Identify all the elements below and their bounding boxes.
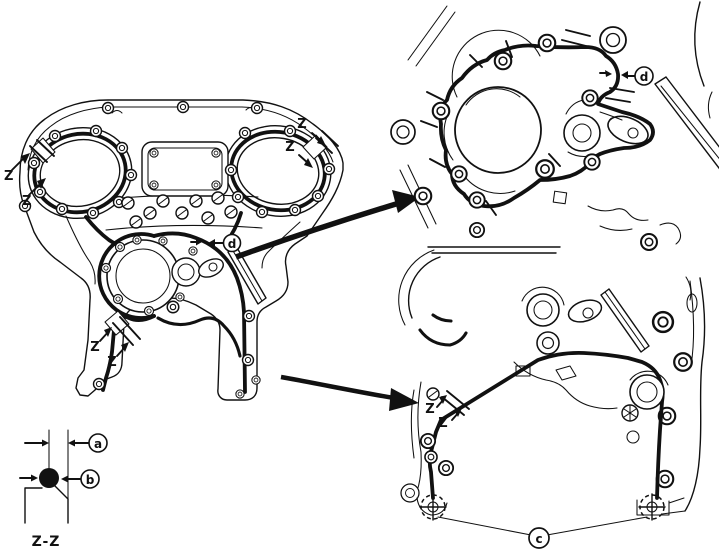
leader-line-c-left bbox=[437, 516, 532, 536]
dimension-label-d: d bbox=[640, 70, 649, 84]
section-label-z: Z bbox=[285, 140, 294, 155]
section-title-z-z: Z-Z bbox=[32, 534, 61, 550]
detail-view-water-pump: d bbox=[390, 1, 719, 254]
section-mark-z-detail: Z Z bbox=[425, 390, 470, 431]
callout-arrow-to-water-pump-detail bbox=[235, 190, 420, 260]
dimension-b: b bbox=[19, 469, 100, 489]
dimension-a: a bbox=[24, 433, 108, 453]
sealant-bead-paths-main bbox=[84, 211, 247, 394]
section-label-z: Z bbox=[438, 416, 447, 431]
center-opening bbox=[141, 141, 229, 197]
dimension-d-detail: d bbox=[599, 66, 654, 86]
leader-line-c-right bbox=[546, 516, 648, 536]
flange-step-profile bbox=[24, 485, 69, 524]
left-cam-opening bbox=[27, 126, 133, 220]
front-cover-outline bbox=[18, 99, 344, 401]
section-label-z: Z bbox=[107, 355, 116, 370]
section-label-z: Z bbox=[4, 169, 13, 184]
label-c: c bbox=[528, 527, 550, 549]
bead-tick-marks-water-pump bbox=[420, 29, 635, 216]
water-pump-main bbox=[100, 235, 224, 317]
sealant-bead-cross-section bbox=[39, 468, 59, 488]
legend-z-z-section: a b Z-Z bbox=[19, 429, 108, 550]
detail-view-lower-cover: Z Z c bbox=[398, 249, 706, 549]
cover-screws bbox=[121, 191, 238, 229]
section-label-z: Z bbox=[425, 402, 434, 417]
dimension-label-d: d bbox=[228, 237, 237, 251]
dimension-label-a: a bbox=[94, 437, 102, 451]
datum-bolt-left bbox=[419, 493, 447, 521]
section-mark-z-left: Z Z bbox=[4, 139, 55, 209]
section-mark-z-bottom: Z Z bbox=[90, 316, 141, 370]
dimension-d-main: d bbox=[190, 233, 242, 253]
section-label-z: Z bbox=[22, 194, 31, 209]
section-label-z: Z bbox=[297, 117, 306, 132]
datum-bolt-right bbox=[638, 493, 666, 521]
main-view-front-cover: Z Z Z Z Z Z d bbox=[4, 99, 344, 401]
dimension-label-b: b bbox=[86, 473, 95, 487]
section-boss-right bbox=[302, 134, 328, 160]
sealant-bead-lower-cover bbox=[427, 350, 665, 500]
svg-text:c: c bbox=[535, 532, 542, 546]
section-mark-z-right: Z Z bbox=[285, 117, 339, 168]
section-label-z: Z bbox=[90, 340, 99, 355]
callout-arrow-to-lower-cover-detail bbox=[280, 374, 419, 411]
